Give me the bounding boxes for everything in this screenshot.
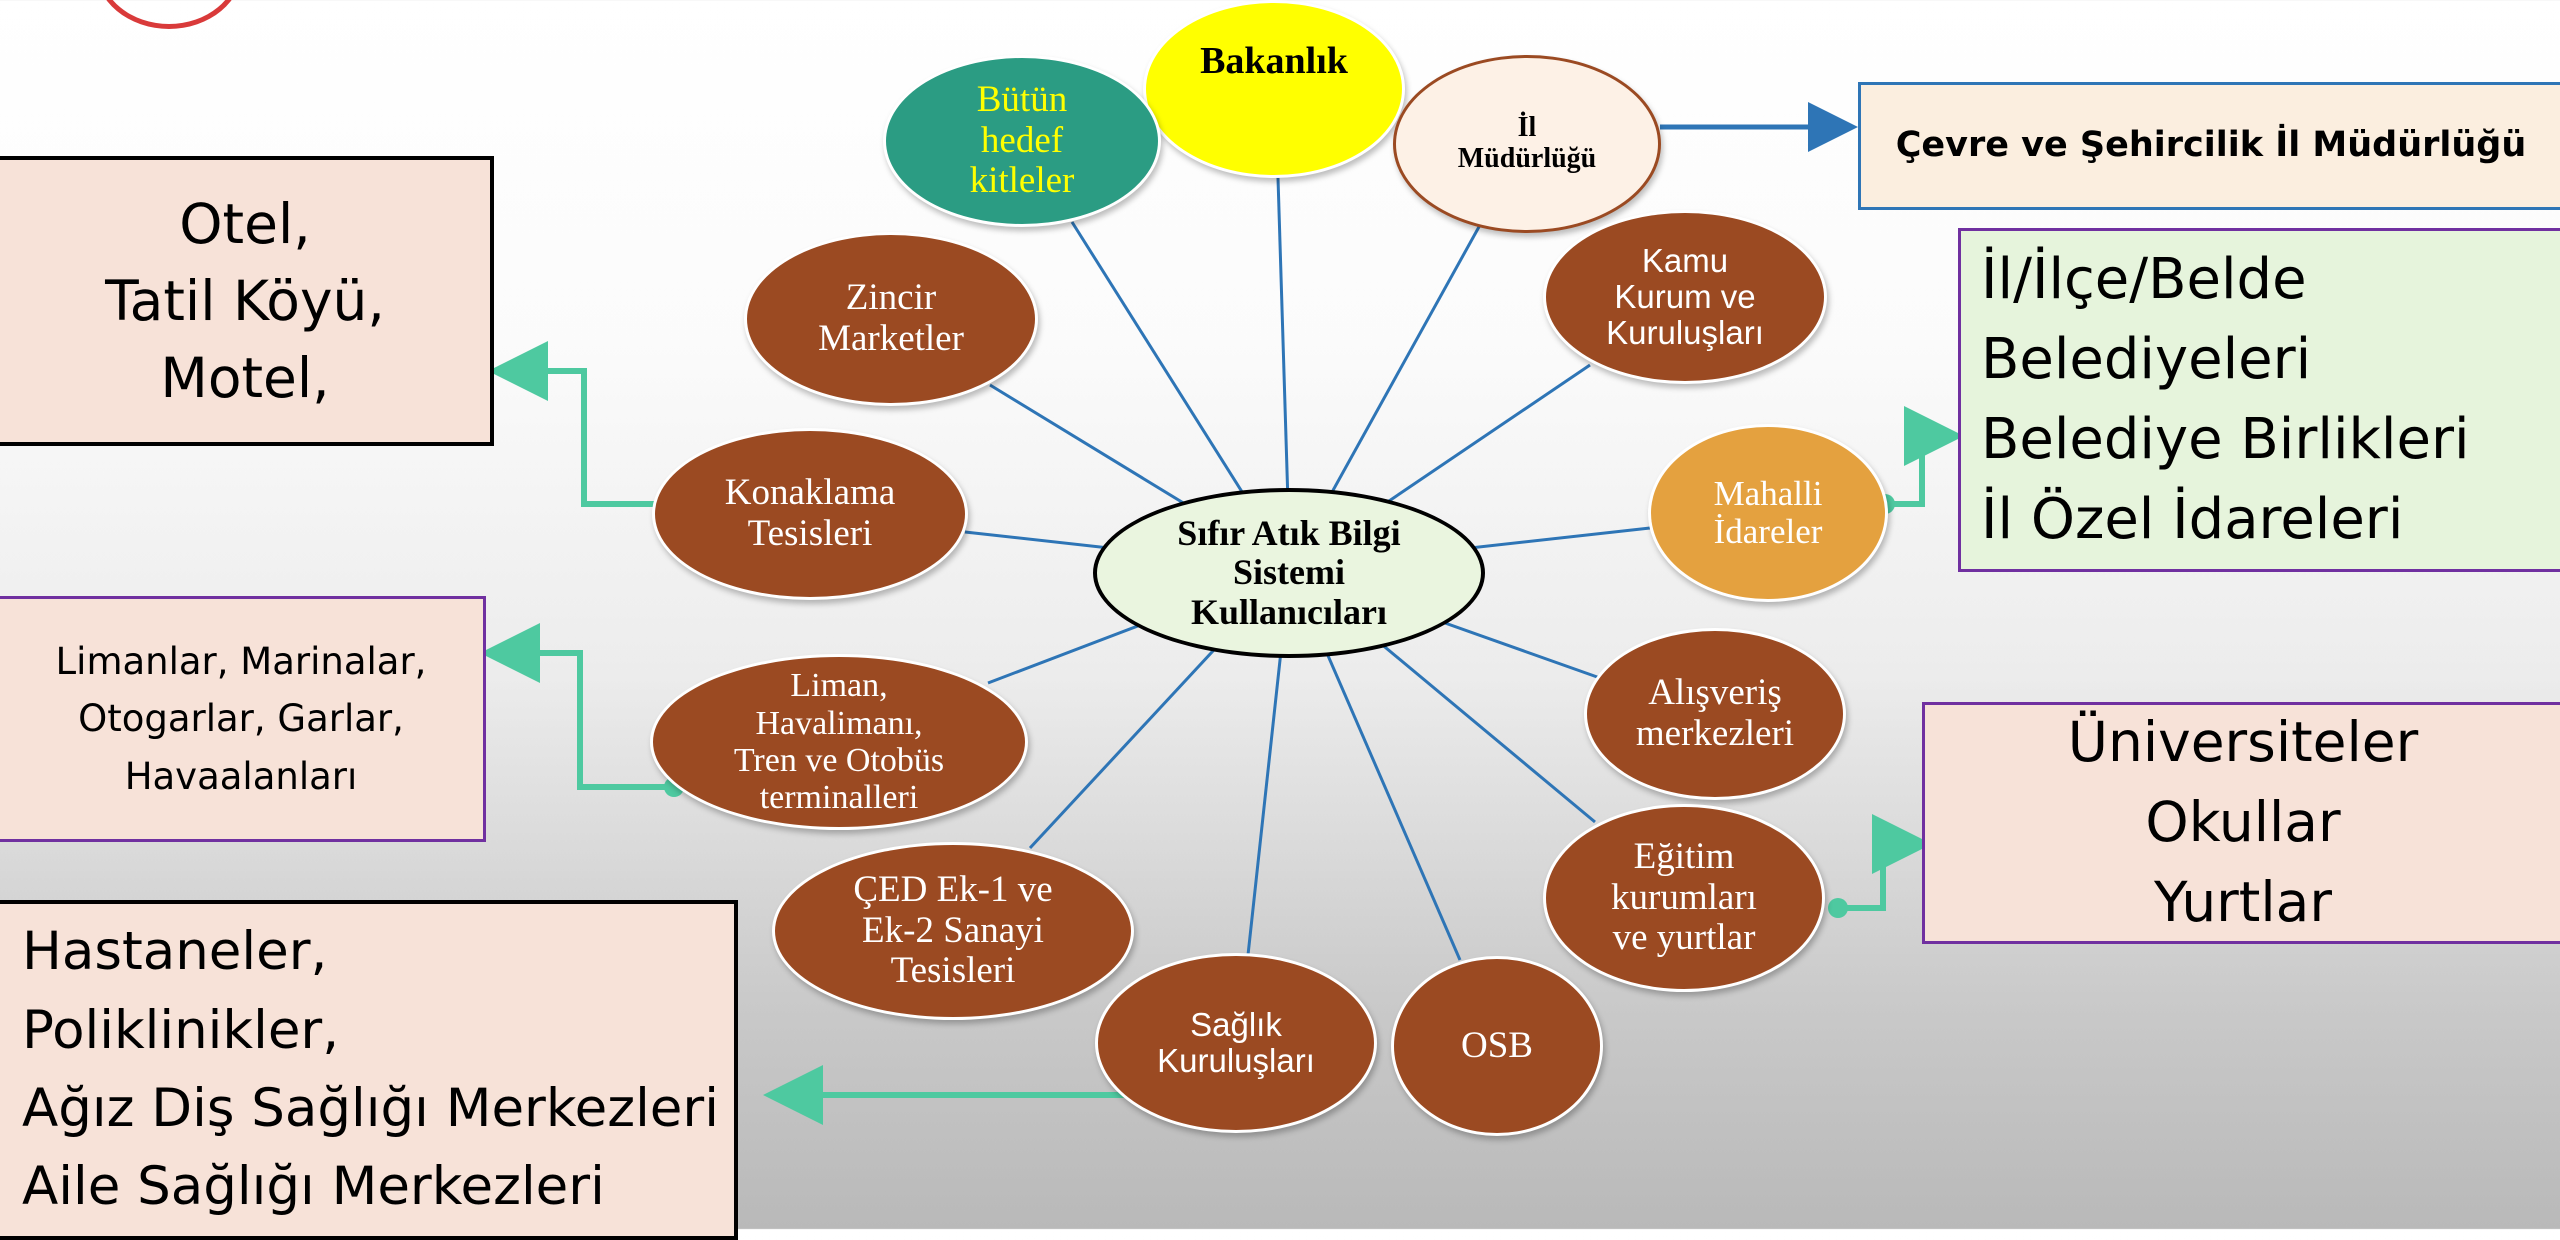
node-kamu-kurum: Kamu Kurum ve Kuruluşları (1543, 210, 1827, 384)
center-node: Sıfır Atık Bilgi Sistemi Kullanıcıları (1093, 488, 1485, 658)
connector-liman-limanlar (480, 623, 674, 790)
node-il-mudurlugu: İl Müdürlüğü (1393, 55, 1661, 233)
node-osb-label: OSB (1461, 1024, 1533, 1066)
node-egitim-kurumlari: Eğitim kurumları ve yurtlar (1543, 804, 1825, 992)
box-belediye-text: İl/İlçe/Belde Belediyeleri Belediye Birl… (1981, 246, 2470, 553)
node-saglik-label: Sağlık Kuruluşları (1157, 1005, 1315, 1079)
center-label: Sıfır Atık Bilgi Sistemi Kullanıcıları (1177, 512, 1401, 632)
box-limanlar: Limanlar, Marinalar, Otogarlar, Garlar, … (0, 596, 486, 842)
node-liman-label: Liman, Havalimanı, Tren ve Otobüs termin… (733, 667, 945, 817)
box-otel: Otel, Tatil Köyü, Motel, (0, 156, 494, 446)
box-hastaneler: Hastaneler, Poliklinikler, Ağız Diş Sağl… (0, 900, 738, 1240)
node-egitim-label: Eğitim kurumları ve yurtlar (1611, 835, 1757, 959)
node-alisveris-label: Alışveriş merkezleri (1635, 672, 1795, 754)
box-universiteler-text: Üniversiteler Okullar Yurtlar (2067, 710, 2419, 934)
node-konaklama-label: Konaklama Tesisleri (724, 472, 896, 554)
box-hastaneler-text: Hastaneler, Poliklinikler, Ağız Diş Sağl… (22, 921, 719, 1218)
box-otel-text: Otel, Tatil Köyü, Motel, (105, 191, 385, 410)
box-limanlar-text: Limanlar, Marinalar, Otogarlar, Garlar, … (55, 639, 427, 798)
node-bakanlik-label: Bakanlık (1200, 39, 1348, 82)
box-universiteler: Üniversiteler Okullar Yurtlar (1922, 702, 2560, 944)
box-cevre-sehircilik: Çevre ve Şehircilik İl Müdürlüğü (1858, 82, 2560, 210)
node-alisveris-merkezleri: Alışveriş merkezleri (1584, 628, 1846, 800)
box-belediye: İl/İlçe/Belde Belediyeleri Belediye Birl… (1958, 228, 2560, 572)
node-mahalli-label: Mahalli İdareler (1713, 473, 1823, 551)
node-osb: OSB (1391, 956, 1603, 1136)
node-liman-havalimani: Liman, Havalimanı, Tren ve Otobüs termin… (650, 654, 1028, 830)
connector-mahalli-belediye (1885, 406, 1964, 507)
node-ced-label: ÇED Ek-1 ve Ek-2 Sanayi Tesisleri (853, 868, 1053, 992)
box-cevre-text: Çevre ve Şehircilik İl Müdürlüğü (1895, 125, 2527, 166)
node-il-mudurlugu-label: İl Müdürlüğü (1457, 112, 1597, 174)
node-bakanlik: Bakanlık (1143, 0, 1405, 178)
node-saglik-kuruluslari: Sağlık Kuruluşları (1095, 953, 1377, 1133)
connector-konaklama-otel (488, 341, 674, 507)
node-butun-label: Bütün hedef kitleler (969, 78, 1075, 202)
node-zincir-marketler: Zincir Marketler (744, 232, 1038, 406)
connector-egitim-universiteler (1838, 814, 1932, 911)
node-mahalli-idareler: Mahalli İdareler (1648, 424, 1888, 602)
node-ced-sanayi: ÇED Ek-1 ve Ek-2 Sanayi Tesisleri (772, 842, 1134, 1020)
node-zincir-label: Zincir Marketler (818, 277, 964, 359)
node-konaklama-tesisleri: Konaklama Tesisleri (652, 428, 968, 600)
node-butun-hedef-kitleler: Bütün hedef kitleler (883, 55, 1161, 227)
node-kamu-label: Kamu Kurum ve Kuruluşları (1606, 241, 1764, 352)
